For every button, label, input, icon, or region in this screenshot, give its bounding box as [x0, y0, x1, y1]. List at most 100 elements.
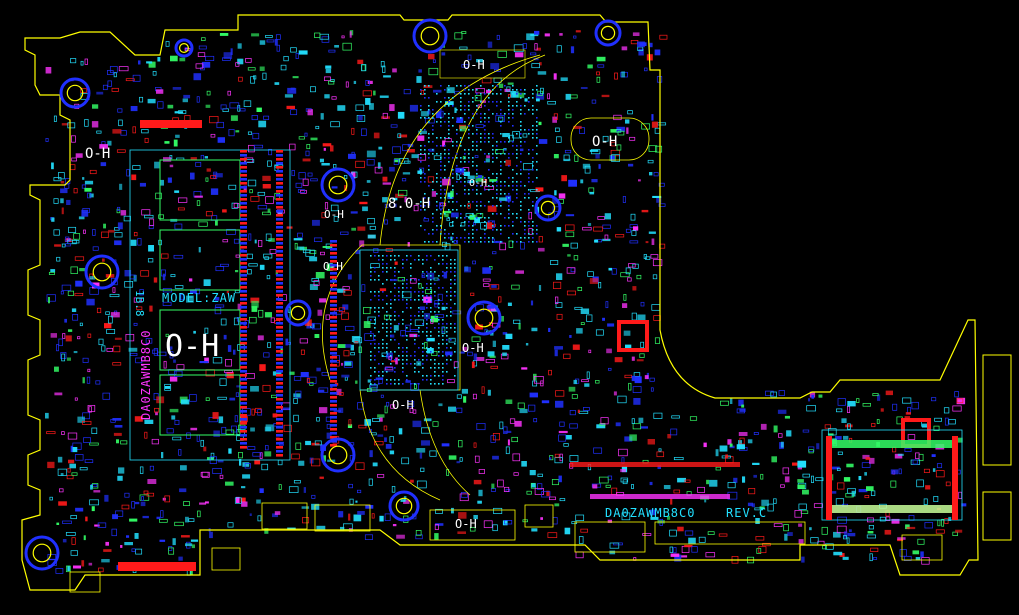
via	[422, 295, 424, 297]
smd-component	[147, 98, 156, 104]
via	[430, 311, 432, 313]
smd-component	[540, 517, 543, 520]
smd-component	[589, 149, 599, 152]
via	[488, 93, 490, 95]
smd-component	[636, 359, 644, 362]
smd-component	[461, 64, 469, 68]
hole-label-bottom-center: O-H	[455, 517, 477, 531]
smd-component	[319, 298, 327, 303]
via	[476, 209, 478, 211]
smd-component	[490, 365, 498, 369]
smd-component	[817, 540, 825, 546]
smd-component	[429, 148, 435, 152]
via	[424, 129, 426, 131]
memory-pad	[276, 246, 283, 249]
smd-component	[460, 222, 466, 227]
via	[420, 169, 422, 171]
memory-pad	[240, 382, 247, 385]
via	[420, 89, 422, 91]
smd-component	[163, 157, 172, 162]
smd-component	[593, 447, 603, 454]
smd-component	[778, 433, 783, 438]
smd-component	[517, 402, 525, 410]
via	[532, 225, 534, 227]
smd-component	[300, 189, 307, 194]
memory-pad	[330, 300, 337, 303]
smd-component	[168, 547, 175, 555]
via	[440, 125, 442, 127]
via	[454, 275, 456, 277]
memory-pad	[276, 278, 283, 281]
smd-component	[448, 337, 456, 343]
smd-component	[529, 392, 538, 398]
via	[492, 197, 494, 199]
via	[422, 271, 424, 273]
smd-component	[309, 284, 318, 290]
via	[434, 375, 436, 377]
memory-pad	[330, 364, 337, 367]
smd-component	[355, 160, 365, 168]
via	[492, 205, 494, 207]
smd-component	[89, 499, 99, 506]
smd-component	[891, 518, 900, 524]
via	[424, 181, 426, 183]
via	[492, 85, 494, 87]
via	[476, 189, 478, 191]
smd-component	[142, 515, 149, 519]
via	[508, 97, 510, 99]
via	[500, 133, 502, 135]
smd-component	[507, 302, 512, 306]
smd-component	[568, 179, 577, 187]
via	[402, 363, 404, 365]
smd-component	[291, 170, 295, 177]
via	[480, 93, 482, 95]
smd-component	[669, 546, 674, 553]
via	[476, 193, 478, 195]
memory-pad	[276, 210, 283, 213]
via	[496, 157, 498, 159]
via	[484, 105, 486, 107]
smd-component	[173, 359, 176, 363]
smd-component	[688, 537, 696, 544]
smd-component	[633, 398, 641, 405]
smd-component	[885, 390, 893, 396]
smd-component	[199, 361, 209, 364]
smd-component	[241, 486, 246, 489]
via	[524, 237, 526, 239]
via	[418, 315, 420, 317]
via	[422, 359, 424, 361]
via	[438, 263, 440, 265]
smd-component	[272, 371, 282, 376]
via	[430, 359, 432, 361]
smd-component	[104, 494, 109, 502]
memory-pad	[330, 292, 337, 295]
via	[448, 85, 450, 87]
smd-component	[417, 170, 423, 174]
smd-component	[758, 546, 767, 554]
smd-component	[556, 227, 562, 232]
smd-component	[548, 369, 552, 376]
smd-component	[647, 159, 654, 164]
smd-component	[195, 63, 204, 69]
smd-component	[407, 242, 410, 247]
via	[464, 185, 466, 187]
memory-pad	[276, 202, 283, 205]
memory-pad	[330, 376, 337, 379]
smd-component	[628, 263, 636, 268]
smd-component	[298, 50, 308, 55]
smd-component	[235, 270, 239, 273]
via	[442, 303, 444, 305]
smd-component	[102, 392, 111, 400]
via	[476, 109, 478, 111]
smd-component	[373, 132, 380, 139]
smd-component	[81, 560, 85, 567]
via	[476, 185, 478, 187]
via	[420, 129, 422, 131]
smd-component	[355, 500, 358, 503]
smd-component	[379, 288, 387, 292]
hole-label-big-left: O-H	[165, 329, 219, 364]
via	[436, 177, 438, 179]
via	[432, 181, 434, 183]
smd-component	[267, 208, 271, 213]
